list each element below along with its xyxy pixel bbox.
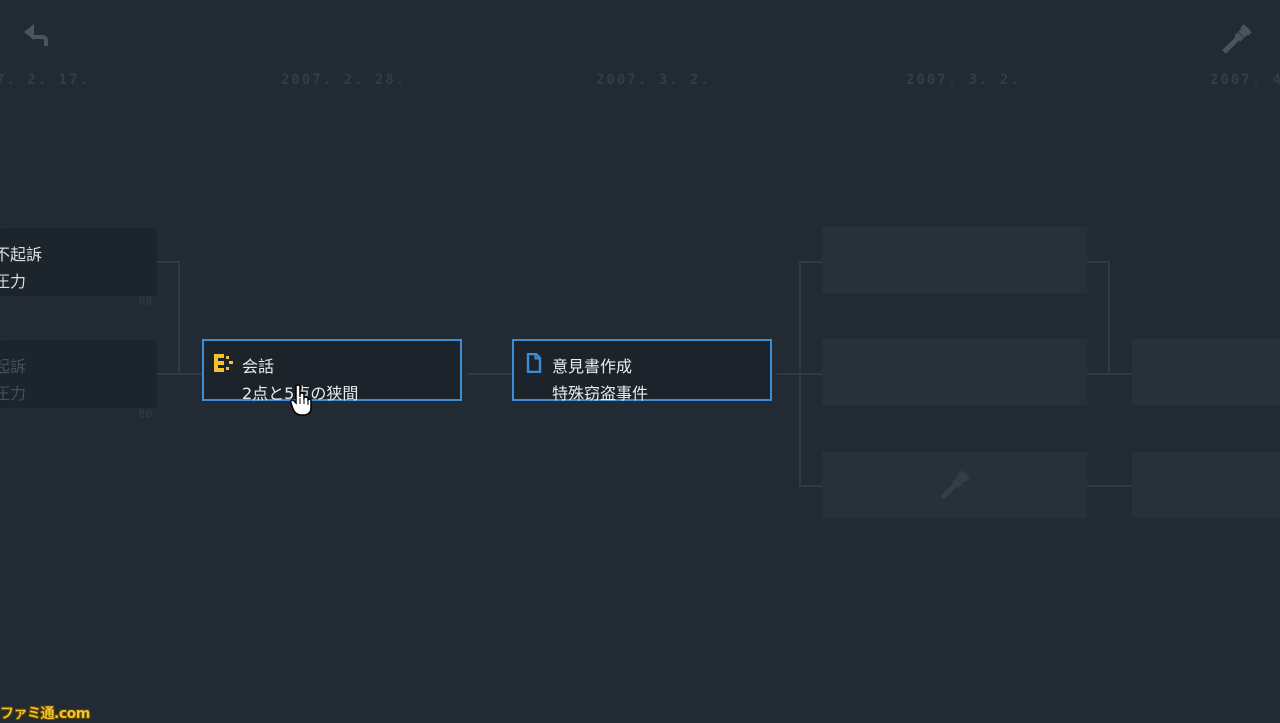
card-title: 起訴 xyxy=(0,357,27,376)
connector-line xyxy=(178,261,180,375)
card-subtitle: 圧力 xyxy=(0,384,27,403)
connector-line xyxy=(1087,261,1110,263)
timeline-card[interactable]: 不起訴 圧力 xyxy=(0,227,157,296)
node-subtitle: 特殊窃盗事件 xyxy=(552,384,649,403)
wrench-icon[interactable] xyxy=(1220,22,1254,60)
timeline-date: 2007. 3. 2. xyxy=(596,72,711,88)
locked-card xyxy=(822,452,1087,518)
card-title: 不起訴 xyxy=(0,245,43,264)
timeline-date: 7. 2. 17. xyxy=(0,72,90,88)
timeline-node-document[interactable]: 意見書作成 特殊窃盗事件 xyxy=(512,339,772,403)
locked-card xyxy=(822,339,1087,405)
card-number: 80 xyxy=(138,407,153,421)
connector-line xyxy=(1087,485,1132,487)
connector-line xyxy=(799,261,801,487)
watermark-logo: ファミ通.com xyxy=(0,706,90,722)
timeline-date: 2007. 2. 28. xyxy=(281,72,407,88)
connector-line xyxy=(799,261,822,263)
conversation-icon xyxy=(213,353,235,377)
locked-card xyxy=(1132,339,1280,405)
hand-cursor-icon xyxy=(290,384,312,420)
locked-card xyxy=(1132,452,1280,518)
locked-card xyxy=(822,227,1087,293)
connector-line xyxy=(1087,373,1132,375)
timeline-date: 2007. 4 xyxy=(1210,72,1280,88)
connector-line xyxy=(157,373,203,375)
connector-line xyxy=(799,485,822,487)
timeline-date: 2007. 3. 2. xyxy=(906,72,1021,88)
undo-arrow-icon[interactable] xyxy=(22,24,52,54)
connector-line xyxy=(1108,261,1110,375)
document-icon xyxy=(526,352,542,377)
card-subtitle: 圧力 xyxy=(0,272,27,291)
timeline-node-conversation[interactable]: 会話 2点と5点の狭間 xyxy=(202,339,462,403)
node-title: 会話 xyxy=(242,357,275,376)
card-number: 08 xyxy=(138,294,153,308)
wrench-icon xyxy=(938,468,972,506)
node-title: 意見書作成 xyxy=(552,357,633,376)
timeline-card[interactable]: 起訴 圧力 xyxy=(0,339,157,408)
connector-line xyxy=(467,373,513,375)
connector-line xyxy=(157,261,180,263)
